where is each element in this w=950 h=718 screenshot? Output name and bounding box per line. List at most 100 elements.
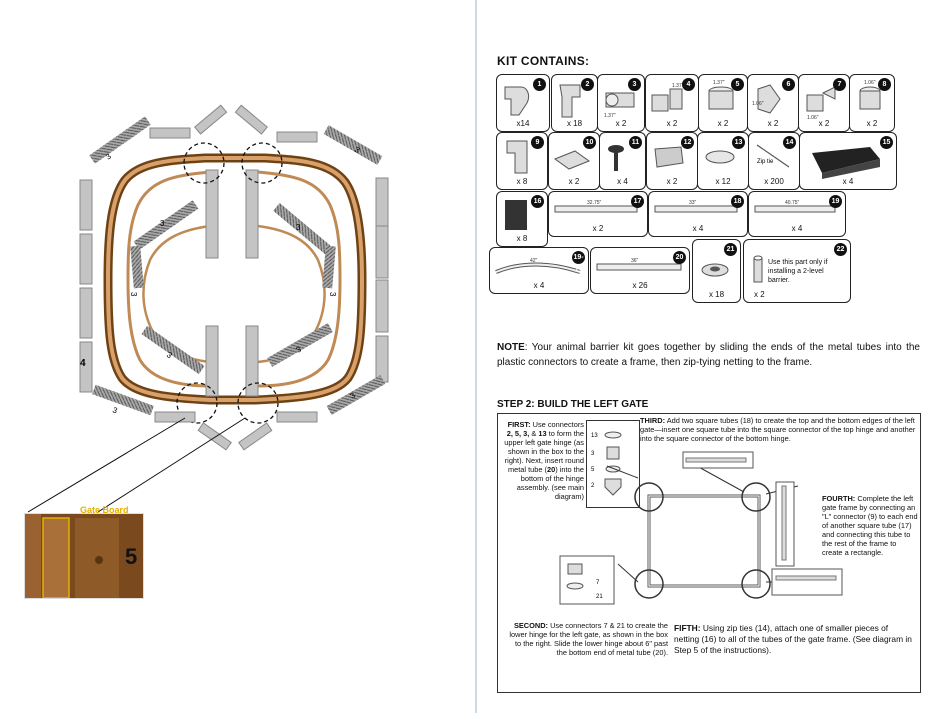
inner-track — [126, 170, 211, 388]
part-quantity: x 2 — [818, 119, 830, 128]
part-number: 5 — [731, 78, 744, 91]
instruction-third: THIRD: Add two square tubes (18) to crea… — [640, 416, 916, 443]
instruction-text: Using zip ties (14), attach one of small… — [674, 623, 912, 655]
diagram-label: 3 — [295, 344, 304, 354]
part-cell: 1.06" 7 x 2 — [798, 74, 850, 132]
assembly-note: NOTE: Your animal barrier kit goes toget… — [497, 340, 920, 370]
part-cell: 22 Use this part only if installing a 2-… — [743, 239, 851, 303]
part-number: 19 — [829, 195, 842, 208]
part-dimension: 1.37" — [672, 83, 684, 89]
diagram-label: 3 — [160, 219, 165, 228]
gate-number: 5 — [125, 544, 138, 569]
part-cell: 10 x 2 — [548, 132, 600, 190]
part-dimension: 1.06" — [752, 101, 764, 107]
hinge-label: 5 — [591, 467, 595, 473]
part-number: 22 — [834, 243, 847, 256]
layout-diagram-page: 3 3 3 3 3 3 3 3 3 3 4 Gate Board 5 — [0, 0, 475, 713]
instruction-lead: THIRD: — [640, 416, 666, 425]
gate-board-label: Gate Board — [80, 505, 129, 515]
part-dimension: 1.37" — [713, 80, 725, 86]
part-quantity: x14 — [516, 119, 530, 128]
instruction-second: SECOND: Use connectors 7 & 21 to create … — [504, 621, 668, 657]
part-cell: Zip tie 14 x 200 — [748, 132, 800, 190]
diagram-label: 3 — [111, 405, 119, 415]
part-dimension: 36" — [631, 258, 639, 264]
part-number: 10 — [583, 136, 596, 149]
part-dimension: 32.75" — [587, 200, 602, 206]
part-cell: 1.06" 6 x 2 — [747, 74, 799, 132]
instruction-fifth: FIFTH: Using zip ties (14), attach one o… — [674, 623, 914, 656]
part-cell: 42" 19-C x 4 — [489, 247, 589, 294]
part-number: 15 — [880, 136, 893, 149]
note-text: : Your animal barrier kit goes together … — [497, 342, 920, 368]
instruction-lead: FIRST: — [507, 420, 531, 429]
part-number: 12 — [681, 136, 694, 149]
part-dimension: 42" — [530, 258, 538, 264]
instruction-lead: FIFTH: — [674, 623, 701, 633]
part-quantity: x 18 — [566, 119, 583, 128]
part-cell: 33" 18 x 4 — [648, 191, 748, 237]
part-cell: 2 x 18 — [551, 74, 598, 132]
part-cell: 11 x 4 — [599, 132, 646, 190]
part-number: 13 — [732, 136, 745, 149]
part-quantity: x 18 — [708, 290, 725, 299]
hinge-label: 3 — [591, 451, 595, 457]
instruction-first: FIRST: Use connectors 2, 5, 3, & 13 to f… — [502, 420, 584, 501]
instruction-text: Use connectors — [530, 420, 584, 429]
kit-title: KIT CONTAINS: — [497, 54, 590, 68]
instruction-text: to form the upper left gate hinge (as sh… — [504, 429, 584, 474]
instruction-lead: FOURTH: — [822, 494, 856, 503]
part-number: 9 — [531, 136, 544, 149]
part-quantity: x 26 — [632, 281, 648, 290]
part-dimension: 1.37" — [604, 113, 616, 119]
page-divider — [475, 0, 477, 713]
instruction-lead: SECOND: — [513, 621, 549, 630]
part-note: Use this part only if installing a 2-lev… — [768, 259, 828, 284]
part-quantity: x 4 — [791, 224, 803, 233]
part-number: 20 — [673, 251, 686, 264]
part-quantity: x 8 — [516, 177, 528, 186]
diagram-label: 3 — [104, 151, 113, 161]
instruction-text: Use connectors 7 & 21 to create the lowe… — [509, 621, 668, 657]
part-cell: 21 x 18 — [692, 239, 741, 303]
hinge-label: 2 — [591, 483, 595, 489]
instruction-text: Add two square tubes (18) to create the … — [640, 416, 916, 443]
instructions-page: KIT CONTAINS: 1 x14 2 x 18 1.37" 3 x 2 1… — [477, 0, 950, 713]
part-number: 6 — [782, 78, 795, 91]
diagram-label: 3 — [353, 145, 362, 155]
part-dimension: 40.75" — [785, 200, 800, 206]
part-number: 2 — [581, 78, 594, 91]
part-quantity: x 2 — [717, 119, 729, 128]
part-cell: 1 x14 — [496, 74, 550, 132]
part-cell: 36" 20 x 26 — [590, 247, 690, 294]
diagram-label: 3 — [328, 292, 337, 297]
part-cell: 1.37" 3 x 2 — [597, 74, 645, 132]
instruction-text: & — [529, 429, 539, 438]
part-cell: 13 x 12 — [697, 132, 749, 190]
part-number: 3 — [628, 78, 641, 91]
diagram-label: 3 — [349, 390, 358, 400]
part-quantity: x 2 — [767, 119, 779, 128]
instruction-text: 13 — [538, 429, 547, 438]
part-number: 17 — [631, 195, 644, 208]
part-number: 7 — [833, 78, 846, 91]
part-dimension: 1.06" — [807, 115, 819, 121]
instruction-text: Complete the left gate frame by connecti… — [822, 494, 918, 557]
part-cell: 16 x 8 — [496, 191, 548, 247]
part-number: 21 — [724, 243, 737, 256]
part-quantity: x 2 — [866, 119, 878, 128]
part-label: Zip tie — [757, 159, 774, 165]
part-cell: 32.75" 17 x 2 — [548, 191, 648, 237]
part-number: 14 — [783, 136, 796, 149]
part-quantity: x 4 — [533, 281, 545, 290]
instruction-text: 20 — [547, 465, 556, 474]
part-dimension: 33" — [689, 200, 697, 206]
part-cell: 1.06" 8 x 2 — [849, 74, 895, 132]
diagram-label: 3 — [296, 223, 301, 232]
instruction-text: ) into the bottom of the hinge assembly.… — [516, 465, 584, 501]
part-quantity: x 2 — [666, 119, 678, 128]
part-cell: 1.37" 4 x 2 — [645, 74, 699, 132]
lower-hinge-label: 7 — [596, 580, 600, 586]
instruction-text: 2, 5, 3, — [506, 429, 530, 438]
step-2-panel: FIRST: Use connectors 2, 5, 3, & 13 to f… — [497, 413, 921, 693]
